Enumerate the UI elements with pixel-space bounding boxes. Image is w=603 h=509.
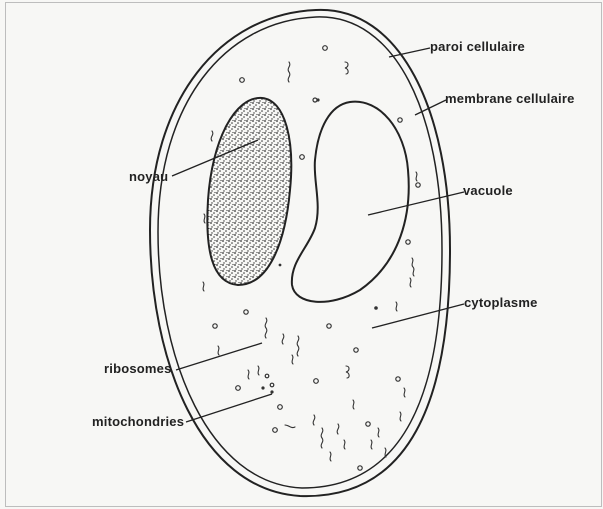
cell-wall xyxy=(150,10,450,496)
label-cytoplasme: cytoplasme xyxy=(464,296,538,310)
label-paroi-cellulaire: paroi cellulaire xyxy=(430,40,525,54)
label-membrane-cellulaire: membrane cellulaire xyxy=(445,92,575,106)
leader-mitochondries xyxy=(186,394,272,422)
nucleus xyxy=(207,98,291,285)
vacuole xyxy=(292,102,409,302)
leader-paroi xyxy=(389,48,430,57)
label-vacuole: vacuole xyxy=(463,184,513,198)
leader-cytoplasme xyxy=(372,304,464,328)
label-ribosomes: ribosomes xyxy=(104,362,172,376)
label-noyau: noyau xyxy=(129,170,168,184)
label-mitochondries: mitochondries xyxy=(92,415,184,429)
